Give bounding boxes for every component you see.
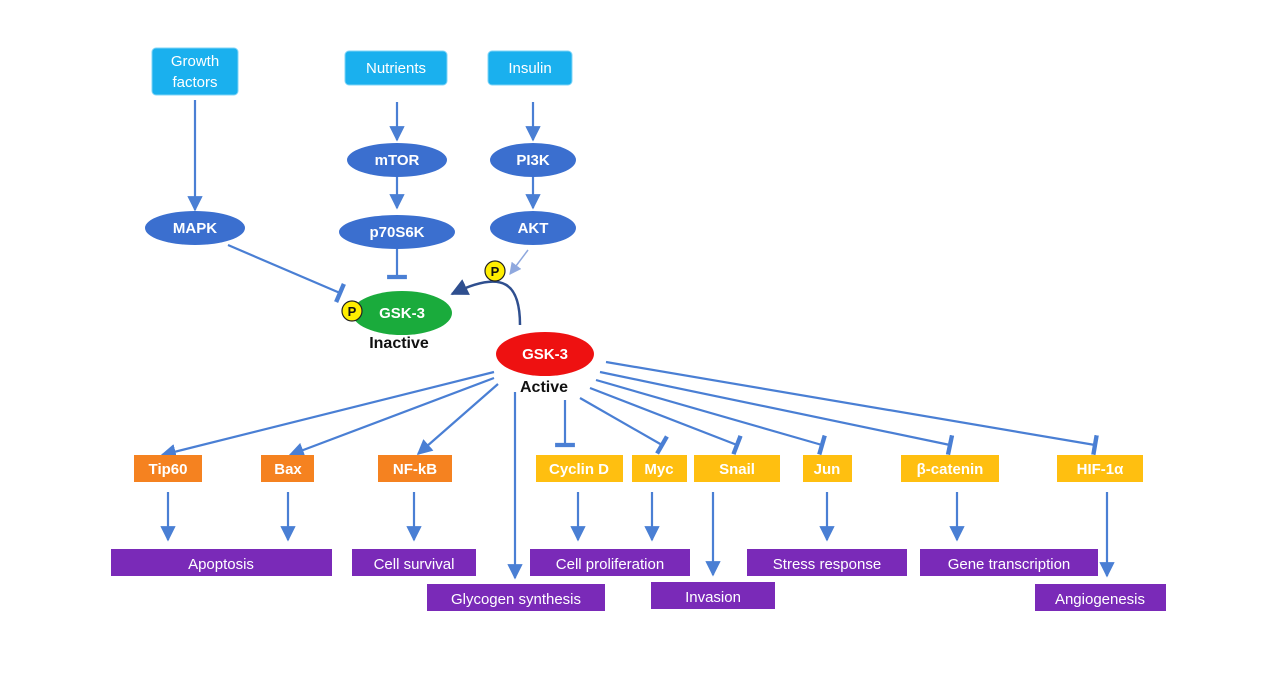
apoptosis-label: Apoptosis [188, 556, 254, 573]
edge-gsk3-inhibits-betacatenin [599, 370, 955, 456]
cyclind-node: Cyclin D [536, 455, 623, 482]
edge-gsk3-nfkb [416, 383, 499, 456]
cell-proliferation-label: Cell proliferation [556, 556, 664, 573]
insulin-label: Insulin [508, 60, 551, 77]
growth-factors-label-line1: Growth [171, 53, 219, 70]
edge-akt-phosphorylates [509, 249, 529, 275]
hif1a-node: HIF-1α [1057, 455, 1143, 482]
bax-node: Bax [261, 455, 314, 482]
nfkb-label: NF-kB [393, 461, 437, 478]
hif1a-label: HIF-1α [1077, 461, 1125, 478]
gsk3-active-node: GSK-3 Active [496, 332, 594, 396]
p70s6k-label: p70S6K [369, 224, 424, 241]
gsk3-inactive-label: GSK-3 [379, 305, 425, 322]
gsk3-inactive-state: Inactive [369, 335, 429, 352]
glycogen-synthesis-label: Glycogen synthesis [451, 591, 581, 608]
nutrients-node: Nutrients [344, 50, 448, 86]
gsk3-active-state: Active [520, 379, 568, 396]
betacatenin-node: β-catenin [901, 455, 999, 482]
mapk-label: MAPK [173, 220, 217, 237]
phospho-marker-gsk3 [341, 300, 363, 322]
edges [160, 100, 1115, 580]
apoptosis-node: Apoptosis [111, 549, 332, 576]
myc-label: Myc [644, 461, 673, 478]
edge-active-to-inactive [450, 279, 522, 326]
angiogenesis-node: Angiogenesis [1035, 584, 1166, 611]
cyclind-label: Cyclin D [549, 461, 609, 478]
tip60-label: Tip60 [149, 461, 188, 478]
gsk3-active-label: GSK-3 [522, 346, 568, 363]
bax-label: Bax [274, 461, 302, 478]
edge-gsk3-bax [288, 376, 495, 458]
mapk-node: MAPK [145, 211, 245, 245]
akt-node: AKT [490, 211, 576, 245]
nfkb-node: NF-kB [378, 455, 452, 482]
gsk3-inactive-node: GSK-3 P Inactive [341, 291, 452, 352]
growth-factors-node: Growth factors [151, 47, 239, 96]
p70s6k-node: p70S6K [339, 215, 455, 249]
snail-node: Snail [694, 455, 780, 482]
edge-mapk-inhibits-gsk3 [227, 243, 346, 303]
betacatenin-label: β-catenin [917, 461, 984, 478]
phospho-marker-akt: P [484, 260, 506, 282]
phospho-marker-gsk3-label: P [348, 304, 357, 319]
invasion-label: Invasion [685, 589, 741, 606]
jun-node: Jun [803, 455, 852, 482]
pi3k-label: PI3K [516, 152, 550, 169]
stress-response-label: Stress response [773, 556, 881, 573]
edge-gsk3-inhibits-myc [579, 397, 669, 455]
glycogen-synthesis-node: Glycogen synthesis [427, 584, 605, 611]
edge-gsk3-inhibits-hif1a [605, 360, 1099, 456]
invasion-node: Invasion [651, 582, 775, 609]
mtor-node: mTOR [347, 143, 447, 177]
angiogenesis-label: Angiogenesis [1055, 591, 1145, 608]
insulin-node: Insulin [487, 50, 573, 86]
myc-node: Myc [632, 455, 687, 482]
cell-survival-node: Cell survival [352, 549, 476, 576]
pi3k-node: PI3K [490, 143, 576, 177]
nutrients-label: Nutrients [366, 60, 426, 77]
tip60-node: Tip60 [134, 455, 202, 482]
cell-survival-label: Cell survival [374, 556, 455, 573]
gene-transcription-label: Gene transcription [948, 556, 1071, 573]
phospho-marker-akt-label: P [491, 264, 500, 279]
snail-label: Snail [719, 461, 755, 478]
cell-proliferation-node: Cell proliferation [530, 549, 690, 576]
edge-gsk3-inhibits-snail [589, 386, 743, 456]
stress-response-node: Stress response [747, 549, 907, 576]
gene-transcription-node: Gene transcription [920, 549, 1098, 576]
edge-gsk3-tip60 [160, 370, 495, 460]
edge-gsk3-inhibits-jun [595, 378, 827, 456]
growth-factors-label-line2: factors [172, 74, 217, 91]
akt-label: AKT [518, 220, 549, 237]
mtor-label: mTOR [375, 152, 420, 169]
jun-label: Jun [814, 461, 841, 478]
